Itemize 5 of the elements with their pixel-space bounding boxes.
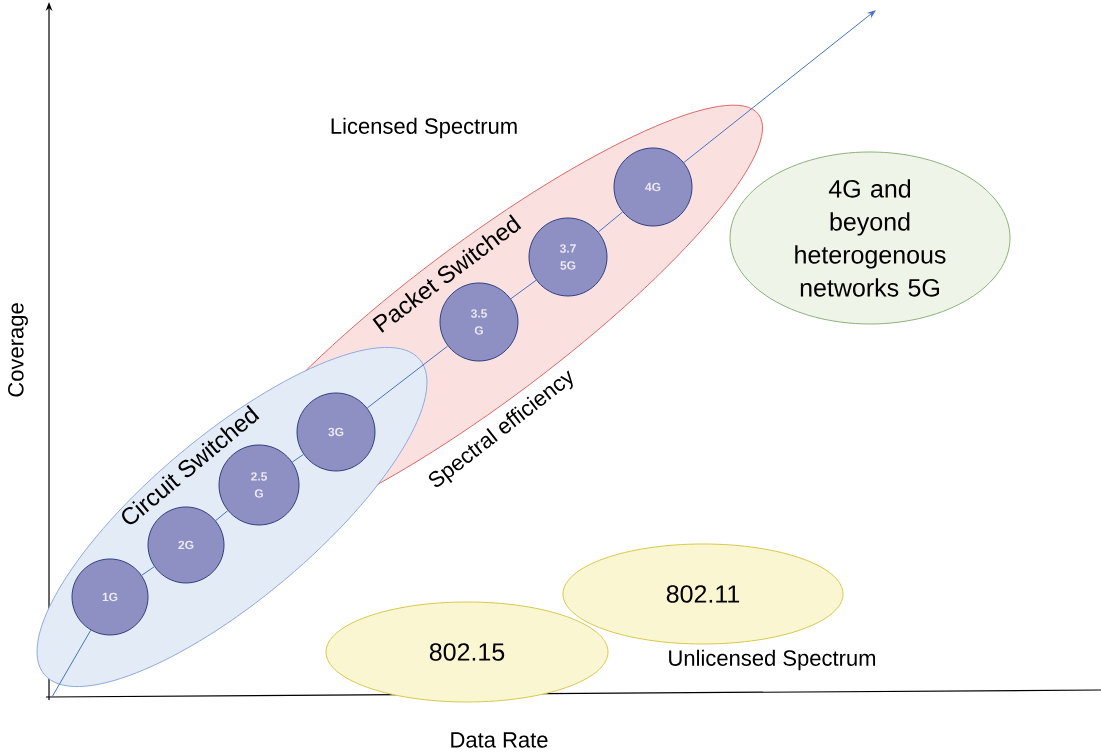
axis-label: Data Rate: [451, 732, 548, 748]
label: Unlicensed Spectrum: [669, 649, 876, 671]
axis-label: Coverage: [8, 303, 28, 397]
arrow: [683, 10, 876, 163]
label: Licensed Spectrum: [331, 117, 517, 139]
